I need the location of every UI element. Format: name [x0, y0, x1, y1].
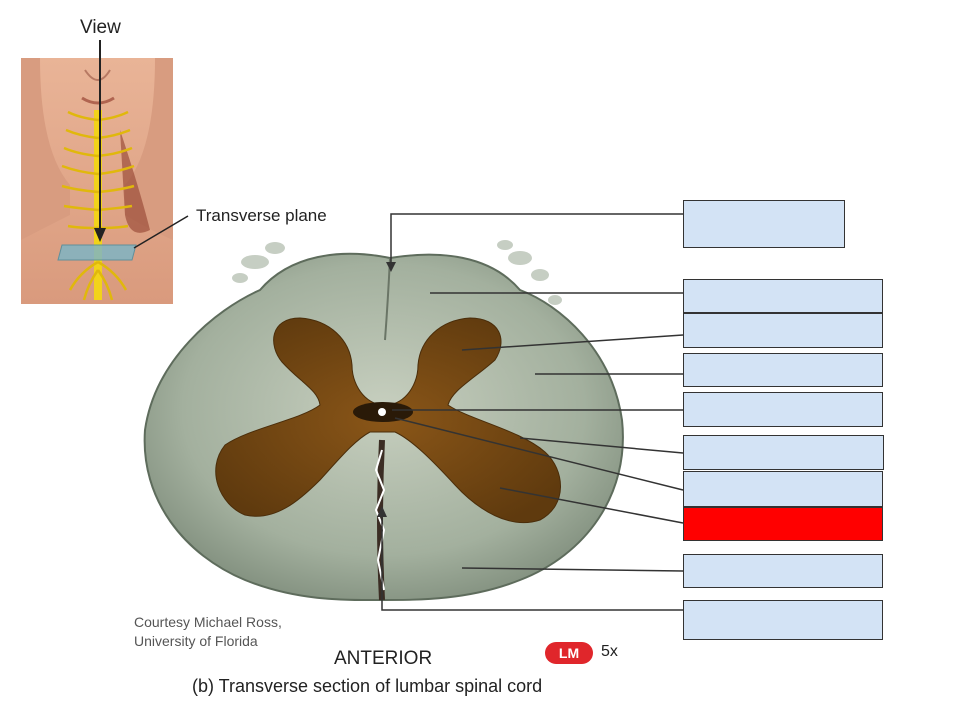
label-box-10[interactable] — [683, 600, 883, 640]
spinal-cord-section — [145, 240, 623, 600]
anterior-label: ANTERIOR — [334, 648, 432, 670]
image-credit: Courtesy Michael Ross, University of Flo… — [134, 613, 282, 651]
magnification-label: 5x — [601, 643, 618, 661]
credit-line-2: University of Florida — [134, 632, 282, 651]
transverse-plane-slab — [58, 245, 136, 260]
label-box-6[interactable] — [683, 435, 884, 470]
label-box-3[interactable] — [683, 313, 883, 348]
label-box-9[interactable] — [683, 554, 883, 588]
label-box-4[interactable] — [683, 353, 883, 387]
view-label: View — [80, 17, 121, 39]
label-box-2[interactable] — [683, 279, 883, 313]
central-canal — [378, 408, 386, 416]
lm-badge: LM — [545, 642, 593, 664]
credit-line-1: Courtesy Michael Ross, — [134, 613, 282, 632]
label-box-7[interactable] — [683, 471, 883, 507]
neck-illustration — [21, 40, 188, 304]
label-box-8-highlighted[interactable] — [683, 507, 883, 541]
figure-caption: (b) Transverse section of lumbar spinal … — [192, 676, 542, 697]
transverse-plane-label: Transverse plane — [196, 206, 327, 226]
label-box-1[interactable] — [683, 200, 845, 248]
label-box-5[interactable] — [683, 392, 883, 427]
